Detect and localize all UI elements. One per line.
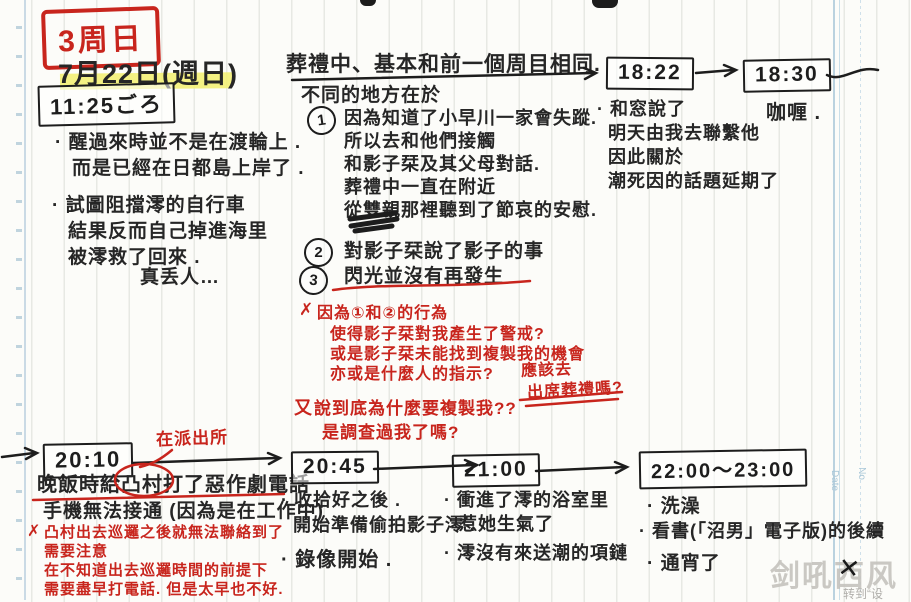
funeral-point2-line: 對影子栞說了影子的事 [344,241,545,262]
night-2010-line: 手機無法接通 (因為是在工作中) [43,501,324,522]
cutoff-ink-blob [592,0,618,8]
red-question-line: 因為①和②的行為 [317,305,449,322]
circled-number-3: 3 [297,264,330,297]
left-margin-line [24,0,26,600]
funeral-diff-heading: 不同的地方在於 [301,85,442,106]
red-question-line: 亦或是什麼人的指示? [330,366,494,383]
left-margin-ticks [16,0,22,600]
arrow-2100-to-2200 [534,465,626,473]
red-question-line: 是調查過我了嗎? [322,423,460,442]
night-2045-note: 開始準備偷拍影子澪 . [293,515,477,535]
red-question-line: 使得影子栞對我產生了警戒? [330,326,545,343]
curry-note: 咖喱 . [766,102,822,124]
evening-note: 潮死因的話題延期了 [608,171,779,191]
police-box-label: 在派出所 [155,427,229,450]
red-warning-line: 在不知道出去巡邏時間的前提下 [44,562,269,579]
red-curve-police-label [138,448,174,469]
time-box-1822: 18:22 [605,56,694,91]
morning-note: 真丢人… [140,267,221,288]
evening-note: 因此關於 [608,147,684,167]
red-again-mark: 又 [294,398,312,418]
right-margin-dotted [860,0,861,600]
funeral-point1-line: 和影子栞及其父母對話. [344,154,540,174]
evening-note: 明天由我去聯繫他 [608,123,760,143]
red-question-line: 或是影子栞未能找到複製我的機會 [330,346,586,363]
circled-number-1: 1 [305,104,338,137]
funeral-point3-line: 閃光並沒有再發生 [344,266,505,287]
funeral-summary: 葬禮中、基本和前一個周目相同. [286,53,601,76]
cutoff-ink-blob [360,0,376,6]
red-cross-mark: ✗ [299,300,314,319]
funeral-point1-line: 所以去和他們接觸 [344,131,496,151]
funeral-point1-line: 因為知道了小早川一家會失蹤. [344,108,597,128]
night-2100-note: · 衝進了澪的浴室里 [444,490,609,510]
arrowhead [23,446,40,461]
red-warning-line: 凸村出去巡邏之後就無法聯絡到了 [44,524,285,541]
watermark-logo: ✕ [836,551,862,585]
watermark-subtext: 转到“设 [843,587,883,601]
funeral-point1-line: 從雙親那裡聽到了節哀的安慰. [344,200,597,220]
morning-note: 結果反而自己掉進海里 [68,221,269,242]
right-margin-line [833,0,835,600]
right-margin-line-2 [839,0,840,600]
night-2100-note: 惹她生氣了 [459,514,554,534]
evening-note: · 和窓說了 [597,99,686,119]
margin-date-label: Date [829,469,841,492]
time-box-2045: 20:45 [290,450,379,485]
morning-note: · 試圖阻擋澪的自行車 [52,195,246,216]
night-2200-note: · 洗澡 [647,496,701,517]
side-question-line: 出席葬禮嗎? [526,379,624,402]
arrow-1822-to-1830 [694,68,735,75]
circled-number-2: 2 [304,238,333,267]
arrowhead [722,63,739,78]
night-2100-note: · 澪沒有來送潮的項鏈 [444,543,628,563]
time-box-1830: 18:30 [742,58,832,93]
night-2200-note: · 通宵了 [647,553,721,574]
night-2010-line: 晚飯時給凸村打了惡作劇電話 [37,474,310,496]
night-2045-note: · 錄像開始 . [281,549,393,571]
night-2045-note: · 收拾好之後 . [281,490,401,510]
night-2200-note: · 看書(「沼男」電子版)的後續 [639,521,885,541]
red-warning-line: 需要盡早打電話. 但是太早也不好. [44,581,284,598]
morning-note: 而是已經在日都島上岸了 . [72,158,305,179]
watermark-text: 剑吼西风 [770,560,898,593]
time-box-1125: 11:25ごろ [37,82,176,127]
arrowhead [266,451,283,466]
time-box-2200: 22:00〜23:00 [638,448,808,490]
red-cross-mark: ✗ [27,523,41,540]
arrowhead [613,460,630,475]
margin-no-label: No [855,467,867,480]
time-box-2100: 21:00 [451,453,541,488]
funeral-point1-line: 葬禮中一直在附近 [344,177,496,197]
arrow-2010-to-2045 [131,456,279,465]
red-question-line: 說到底為什麼要複製我?? [314,399,517,418]
morning-note: 被澪救了回來 . [68,247,201,268]
morning-note: · 醒過來時並不是在渡輪上 . [55,132,302,153]
red-warning-line: 需要注意 [44,543,109,560]
